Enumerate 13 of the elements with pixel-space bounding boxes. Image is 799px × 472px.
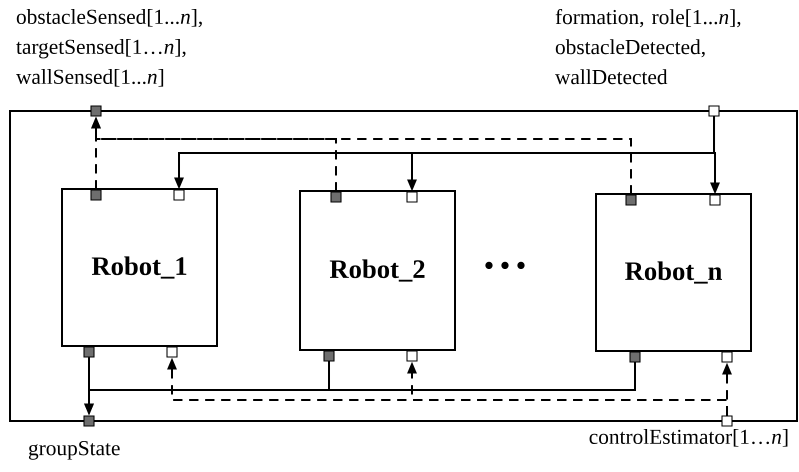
port-square <box>721 415 733 427</box>
port-square <box>90 105 102 117</box>
port-square <box>708 105 720 117</box>
port-label: obstacleSensed[1...n], targetSensed[1…n], wallSensed[1...n] <box>16 9 202 87</box>
port-square <box>83 415 95 427</box>
ellipsis: • • • <box>485 262 525 269</box>
robot-box: Robot_2 <box>299 190 456 351</box>
robot-box: Robot_n <box>595 193 752 352</box>
port-label: controlEstimator[1…n] <box>590 429 788 447</box>
port-label: formation, role[1...n], obstacleDetected, wallDetected <box>555 9 740 84</box>
robot-box: Robot_1 <box>61 188 218 347</box>
system-box <box>9 110 798 422</box>
port-label: groupState <box>28 441 120 460</box>
